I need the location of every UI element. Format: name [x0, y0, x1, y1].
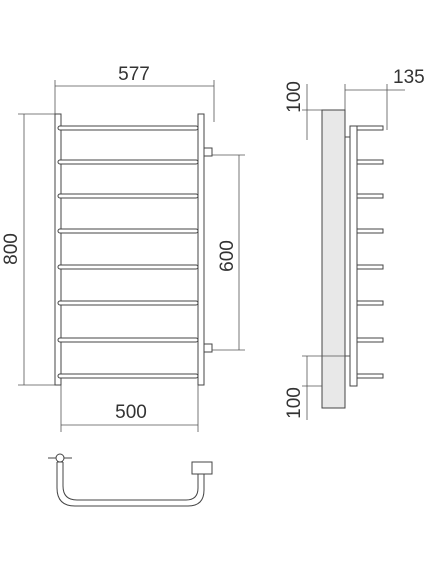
left-upright [54, 113, 62, 386]
label-height: 800 [1, 233, 22, 265]
right-upright [197, 113, 205, 386]
label-overall-width: 577 [118, 64, 150, 85]
rung-end [356, 264, 384, 270]
dimension-top-offset: 100 [284, 81, 322, 140]
top-view-wall-bracket [191, 461, 213, 475]
mount-stub-bottom [203, 343, 213, 353]
rung [57, 264, 199, 270]
top-view [48, 453, 213, 507]
side-view: 135 100 100 [284, 67, 425, 420]
label-bottom-offset: 100 [284, 387, 305, 419]
label-inner-width: 500 [115, 402, 147, 423]
rung-end [356, 193, 384, 199]
dimension-bottom-offset: 100 [284, 355, 350, 420]
rung-end [356, 373, 384, 379]
dimension-height: 800 [1, 113, 58, 386]
label-mount-spacing: 600 [217, 240, 238, 272]
rung [57, 300, 199, 306]
dimension-overall-width: 577 [54, 64, 215, 122]
top-view-left-cap [55, 453, 65, 463]
label-depth: 135 [393, 67, 425, 88]
side-rungs [356, 125, 384, 379]
front-view: 577 800 60 [1, 64, 245, 432]
label-top-offset: 100 [284, 81, 305, 113]
rung [57, 337, 199, 343]
rung-end [356, 125, 384, 131]
side-upright [349, 125, 358, 387]
dimension-depth: 135 [344, 67, 425, 130]
rung-end [356, 337, 384, 343]
dimension-mount-spacing: 600 [212, 154, 245, 351]
rung-end [356, 300, 384, 306]
front-rungs [57, 125, 199, 379]
dimension-inner-width: 500 [60, 385, 199, 432]
rung [57, 228, 199, 234]
wall [321, 109, 346, 409]
rung-end [356, 228, 384, 234]
rung [57, 373, 199, 379]
rung [57, 159, 199, 165]
rung [57, 125, 199, 131]
rung [57, 193, 199, 199]
rung-end [356, 159, 384, 165]
mount-stub-top [203, 147, 213, 157]
